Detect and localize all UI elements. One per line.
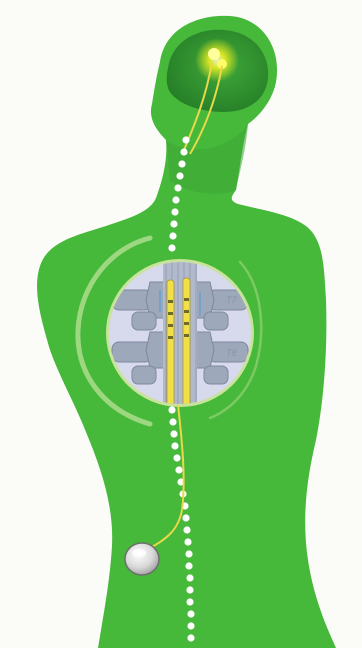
pulse-generator-icon — [125, 543, 159, 575]
brain-glow — [195, 38, 239, 82]
vertebra-label-lower: T8 — [226, 348, 237, 358]
vertebra-label-upper: T7 — [226, 295, 237, 305]
